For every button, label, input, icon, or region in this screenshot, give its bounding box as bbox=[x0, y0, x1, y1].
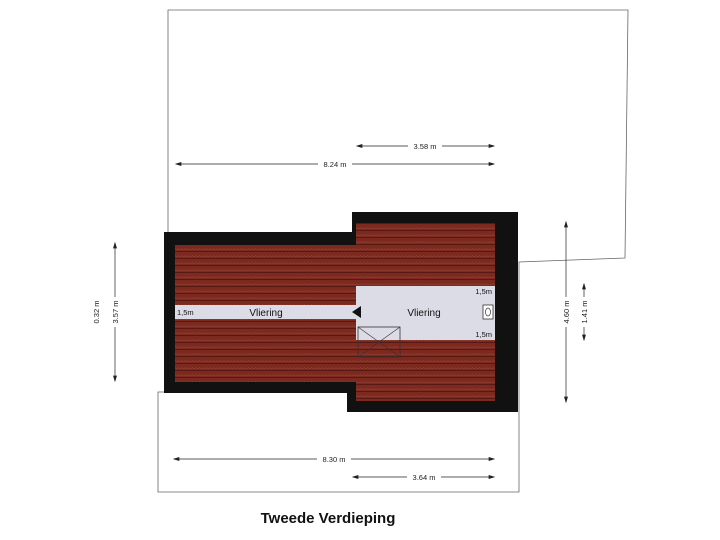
room-label-vliering-left: Vliering bbox=[249, 308, 282, 319]
dimension-label-right-inner: 1.41 m bbox=[580, 301, 589, 324]
dimension-label-bottom-long: 8.30 m bbox=[323, 455, 346, 464]
height-label-right-bottom: 1,5m bbox=[475, 330, 492, 339]
washbasin-icon bbox=[482, 304, 494, 320]
page-title: Tweede Verdieping bbox=[260, 510, 396, 527]
vliering-left-floor bbox=[175, 305, 356, 319]
room-label-vliering-right: Vliering bbox=[407, 308, 440, 319]
dimension-label-left-inner: 3.57 m bbox=[111, 301, 120, 324]
dimension-label-top-long: 8.24 m bbox=[324, 160, 347, 169]
vliering-right-floor bbox=[356, 286, 495, 340]
dimension-label-left-outer: 0.32 m bbox=[92, 301, 101, 324]
stair-hatch bbox=[357, 326, 401, 358]
dimension-label-bottom-short: 3.64 m bbox=[413, 473, 436, 482]
dimension-label-top-short: 3.58 m bbox=[414, 142, 437, 151]
stair-arrow-icon bbox=[352, 306, 361, 318]
dimension-label-right-outer: 4.60 m bbox=[562, 301, 571, 324]
height-label-left: 1,5m bbox=[177, 308, 194, 317]
height-label-right-top: 1,5m bbox=[475, 287, 492, 296]
